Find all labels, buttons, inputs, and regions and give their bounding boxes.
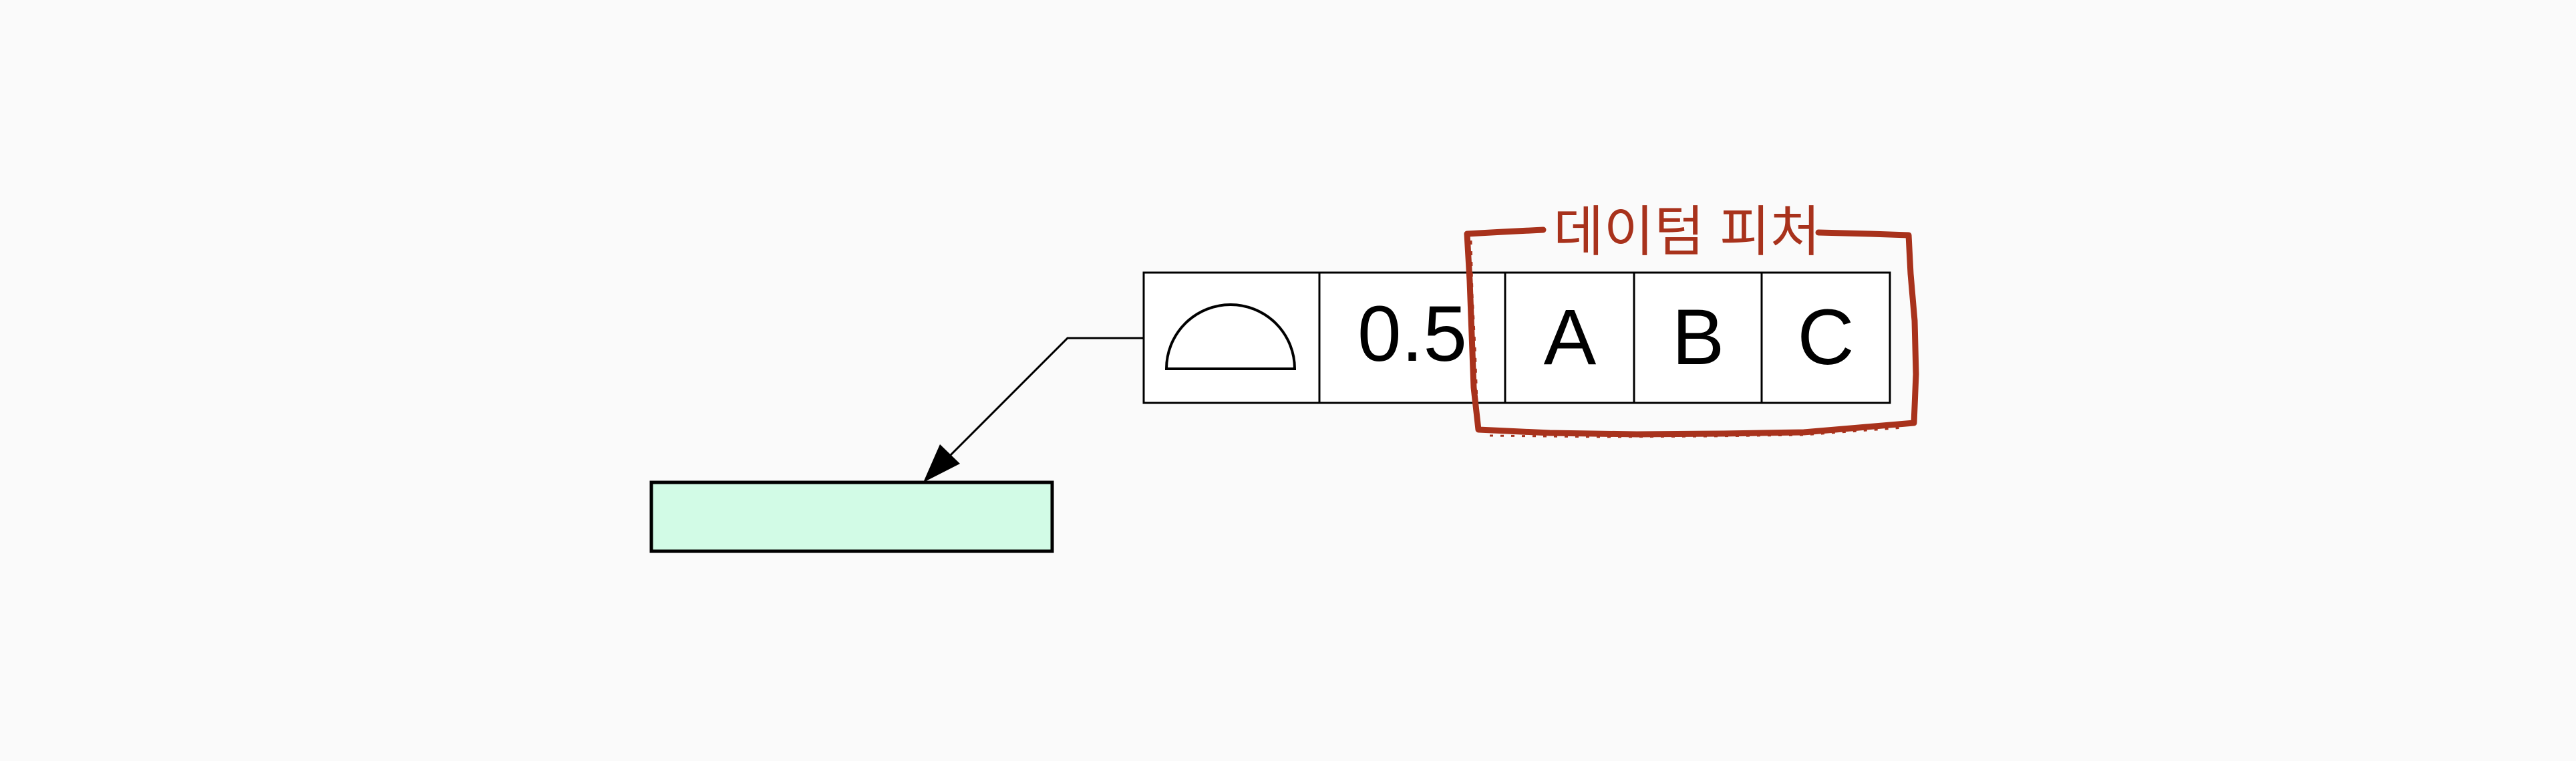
callout-label: 데이텀 피처 [1553, 202, 1820, 263]
frame-border [1142, 271, 1891, 404]
toleranced-feature [649, 480, 1054, 553]
tolerance-value: 0.5 [1357, 290, 1467, 378]
callout-outline-texture [1489, 426, 1905, 438]
feature-control-frame: 0.5 A B C [1142, 271, 1891, 404]
profile-of-a-surface-icon [1164, 303, 1297, 370]
callout-outline [1464, 226, 1919, 438]
datum-b: B [1672, 293, 1725, 382]
datum-a: A [1544, 293, 1597, 382]
leader-arrowhead [923, 444, 960, 482]
leader-polyline [942, 337, 1144, 464]
datum-feature-callout: 데이텀 피처 [1464, 202, 1919, 438]
datum-c: C [1797, 293, 1854, 382]
leader-line [923, 337, 1144, 482]
